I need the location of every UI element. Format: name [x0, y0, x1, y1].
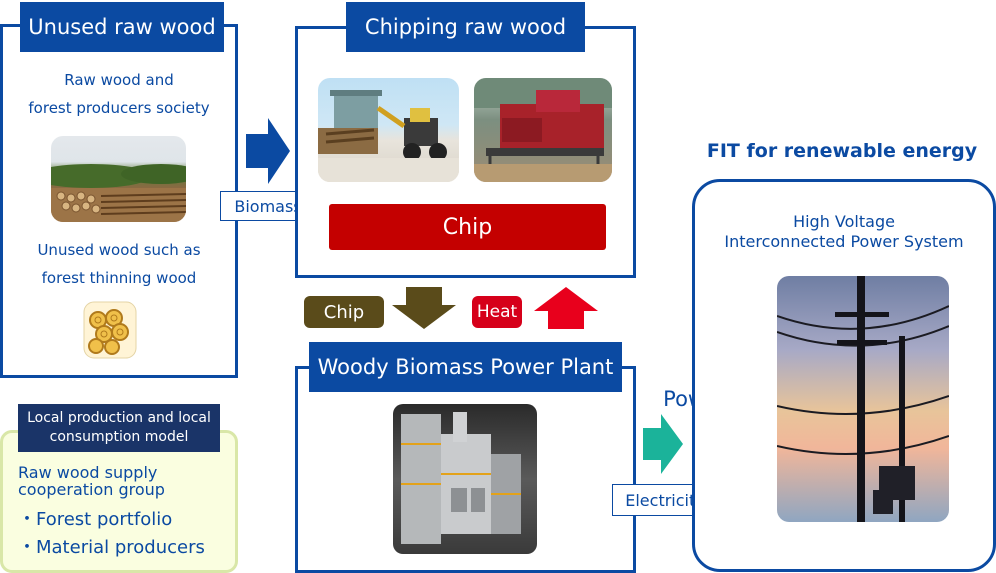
fit-system-text: High Voltage Interconnected Power System [724, 212, 964, 251]
wheel-loader-photo [318, 78, 459, 182]
fit-heading: FIT for renewable energy [706, 140, 978, 162]
chipper-machine-illustration [474, 78, 612, 182]
local-items-list: ・Forest portfolio ・Material producers [18, 506, 233, 562]
electricity-arrow-icon [643, 414, 683, 474]
local-production-title: Local production and local consumption m… [18, 404, 220, 452]
log-pile-illustration [51, 164, 186, 222]
chipper-machine-photo [474, 78, 612, 182]
biomass-arrow-icon [246, 118, 290, 184]
chip-bar: Chip [329, 204, 606, 250]
power-pole-photo [777, 276, 949, 522]
list-item: ・Forest portfolio [18, 509, 173, 530]
heat-flow-label: Heat [472, 296, 522, 328]
power-plant-photo [393, 404, 537, 554]
log-bundle-icon [83, 301, 137, 359]
chip-flow-label: Chip [304, 296, 384, 328]
power-pole-illustration [777, 276, 949, 522]
list-item: ・Material producers [18, 537, 205, 558]
raw-wood-society-text: Raw wood and forest producers society [28, 71, 210, 117]
wheel-loader-illustration [318, 90, 459, 182]
power-plant-illustration [401, 412, 521, 544]
chipping-title: Chipping raw wood [346, 2, 585, 52]
heat-up-arrow-icon [534, 287, 598, 329]
unused-raw-wood-title: Unused raw wood [20, 2, 224, 52]
local-production-panel [0, 430, 238, 573]
log-pile-photo [51, 136, 186, 222]
supply-group-text: Raw wood supply cooperation group [18, 463, 165, 499]
power-plant-title: Woody Biomass Power Plant [309, 342, 622, 392]
chip-down-arrow-icon [392, 287, 456, 329]
unused-wood-text: Unused wood such as forest thinning wood [37, 241, 201, 287]
